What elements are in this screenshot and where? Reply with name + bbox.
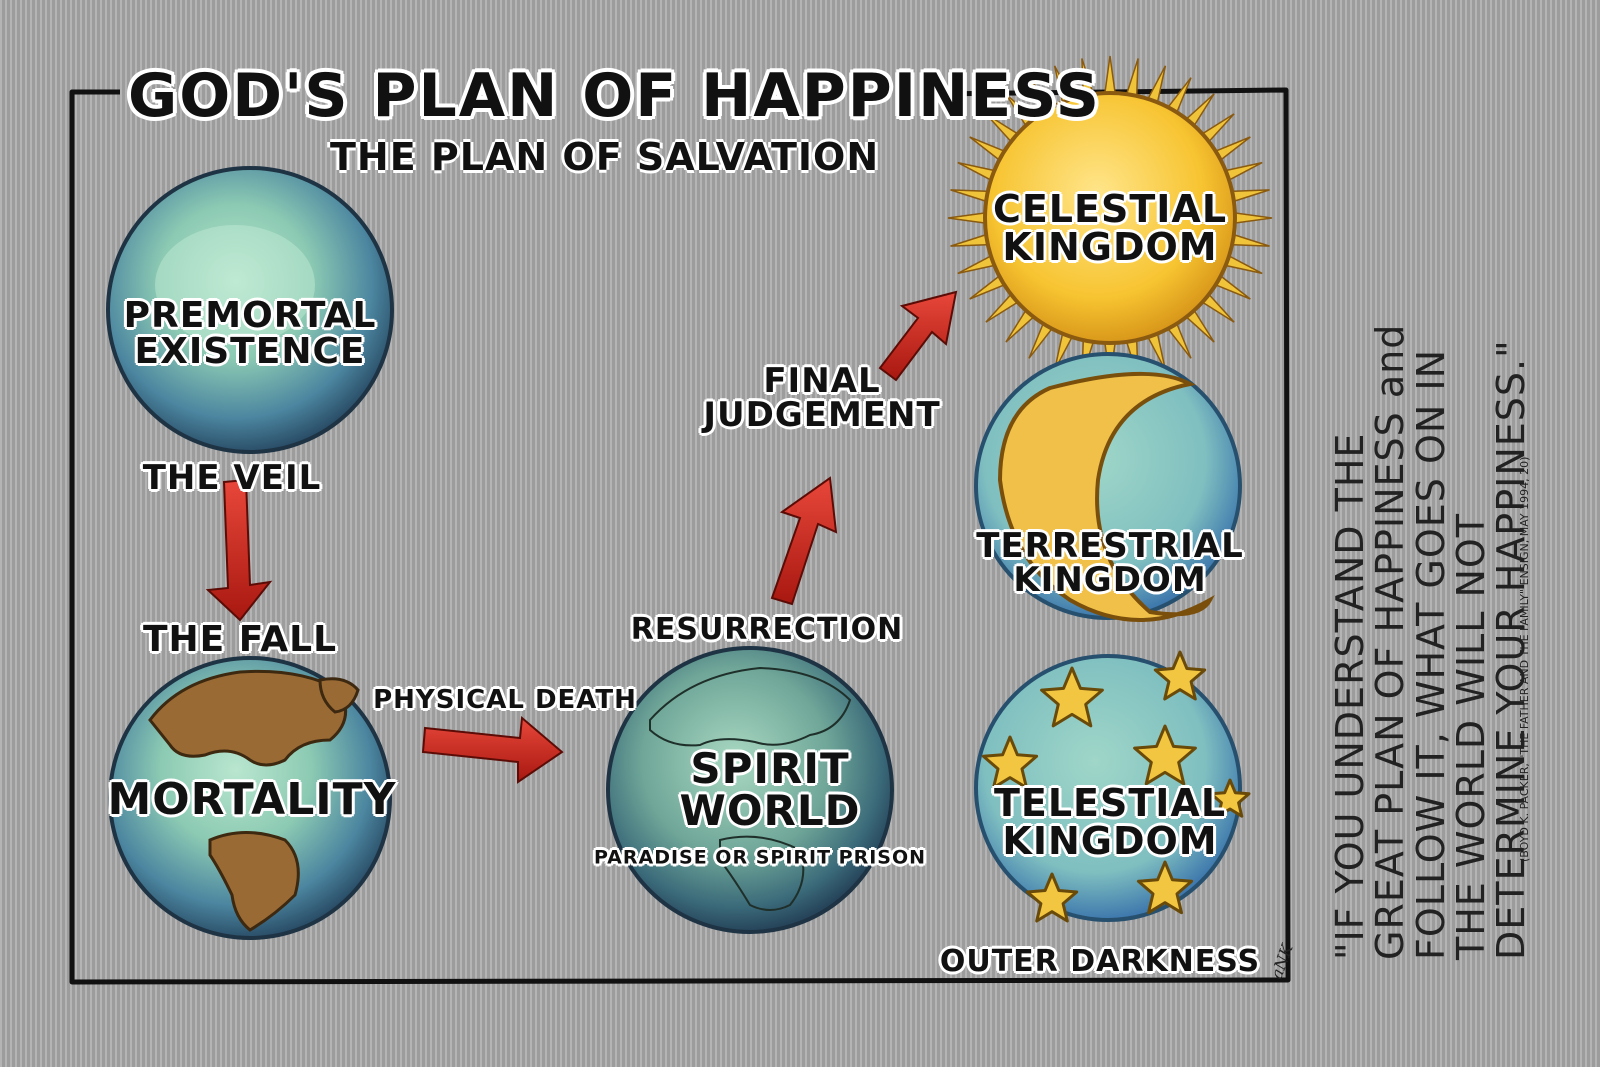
packer-quote: "IF YOU UNDERSTAND THE GREAT PLAN OF HAP… [1328, 260, 1533, 960]
spirit-world-label: SPIRIT WORLD [679, 744, 861, 835]
south-america-land [208, 831, 300, 932]
star-icon [1153, 650, 1207, 701]
page-subtitle: THE PLAN OF SALVATION [330, 135, 880, 179]
quote-line-2: GREAT PLAN OF HAPPINESS and [1368, 323, 1413, 960]
fall-label: THE FALL [142, 619, 338, 660]
celestial-label: CELESTIAL KINGDOM [992, 187, 1228, 269]
greenland-land [318, 677, 360, 714]
north-america-land [148, 669, 348, 767]
star-icon [1136, 860, 1194, 915]
crescent-moon [997, 371, 1215, 622]
star-icon [1133, 724, 1197, 786]
frame-border [69, 87, 1291, 985]
terrestrial-moon-globe [974, 352, 1242, 622]
mortality-label: MORTALITY [107, 774, 397, 825]
stars [981, 650, 1251, 923]
quote-line-4: THE WORLD WILL NOT [1448, 512, 1493, 960]
quote-line-3: FOLLOW IT, WHAT GOES ON IN [1408, 349, 1453, 960]
premortal-globe [106, 166, 394, 454]
telestial-stars-globe [974, 650, 1251, 923]
telestial-label: TELESTIAL KINGDOM [993, 781, 1227, 863]
star-icon [1025, 872, 1079, 923]
veil-label: THE VEIL [142, 458, 322, 498]
outer-darkness-label: OUTER DARKNESS [939, 944, 1261, 979]
star-icon [1209, 778, 1251, 818]
spirit-world-sub-label: PARADISE OR SPIRIT PRISON [593, 846, 927, 869]
arrow-veil-to-fall [205, 478, 273, 622]
spirit-world-globe [606, 646, 894, 934]
final-judgement-label: FINAL JUDGEMENT [703, 361, 941, 435]
physical-death-label: PHYSICAL DEATH [373, 685, 637, 715]
premortal-label: PREMORTAL EXISTENCE [123, 295, 377, 372]
quote-line-1: "IF YOU UNDERSTAND THE [1328, 432, 1372, 960]
arrow-judgement-to-celestial [878, 290, 958, 382]
page-title: GOD'S PLAN OF HAPPINESS [128, 61, 1102, 131]
spirit-world-continent-outline-2 [719, 835, 805, 911]
arrow-mortality-to-spirit-world [421, 716, 564, 784]
star-icon [981, 735, 1039, 790]
terrestrial-label: TERRESTRIAL KINGDOM [976, 526, 1244, 600]
star-icon [1040, 666, 1104, 728]
spirit-world-continent-outline [649, 666, 852, 747]
arrow-resurrection-to-judgement [770, 476, 838, 606]
resurrection-label: RESURRECTION [630, 612, 904, 647]
mortality-globe [108, 656, 392, 940]
quote-citation: (BOYD K. PACKER, "THE FATHER AND THE FAM… [1518, 456, 1531, 862]
